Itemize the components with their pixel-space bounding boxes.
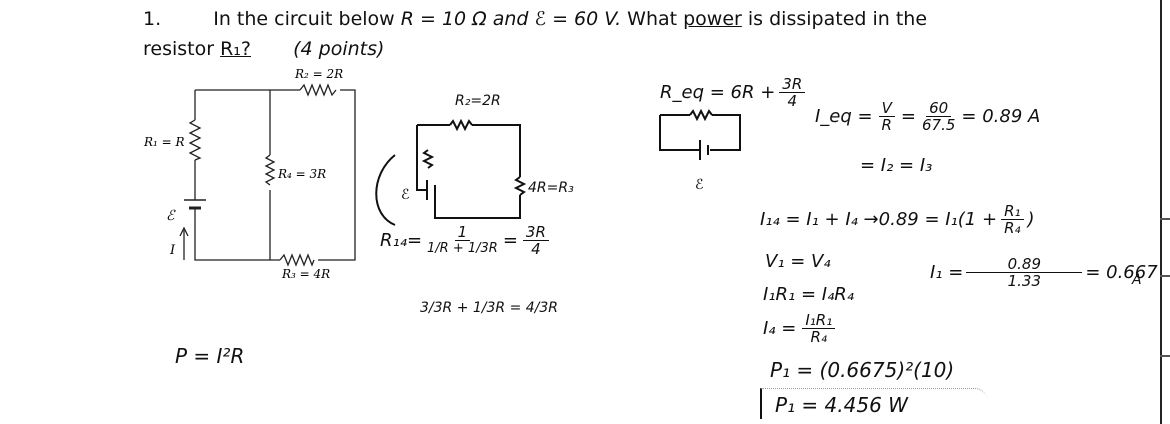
question-line-1: 1. In the circuit below R = 10 Ω and ℰ =…: [143, 8, 927, 30]
i14-expression: I₁₄ = I₁ + I₄ →0.89 = I₁(1 + R₁ R₄ ): [760, 203, 1035, 236]
printed-circuit-diagram: R₂ = 2R R₁ = R R₄ = 3R R₃ = 4R ℰ I: [143, 67, 356, 280]
ir-line: I₁R₁ = I₄R₄: [763, 284, 855, 305]
i4-frac-num: I₁R₁: [802, 312, 836, 329]
hw-r2-label: R₂=2R: [455, 93, 501, 109]
ieq-fraction-1: V R: [878, 100, 895, 134]
hw-resistor-r2: [449, 118, 473, 132]
req-wire-right: [710, 114, 741, 151]
r14-fraction-den: 1/R + 1/3R: [427, 241, 498, 256]
question-r1: R₁?: [220, 38, 251, 60]
r14-sum-line: 3/3R + 1/3R = 4/3R: [420, 300, 559, 316]
border-tick-3: [1160, 355, 1170, 357]
power-formula: P = I²R: [175, 344, 245, 368]
r14-fraction: 1 1/R + 1/3R: [427, 224, 498, 257]
i4-label: I₄ =: [763, 318, 797, 339]
req-emf-label: ℰ: [695, 177, 703, 193]
question-conditions: R = 10 Ω and ℰ = 60 V.: [400, 8, 622, 30]
border-tick-2: [1160, 275, 1170, 277]
i14-frac-den: R₄: [1004, 219, 1021, 237]
wire-bottom-left: [194, 220, 280, 261]
question-number: 1.: [143, 8, 162, 30]
r14-label: R₁₄=: [380, 230, 423, 251]
r14-fraction-num: 1: [454, 224, 471, 241]
i4-fraction: I₁R₁ R₄: [802, 312, 836, 346]
page-right-border: [1160, 0, 1162, 424]
ieq-fraction-2: 60 67.5: [922, 100, 955, 133]
ieq-expression: I_eq = V R = 60 67.5 = 0.89 A: [815, 100, 1040, 133]
i1-result: = 0.667: [1085, 262, 1158, 283]
r14-result-num: 3R: [522, 224, 549, 241]
hw-curved-arrow: [375, 154, 396, 226]
border-tick-1: [1160, 218, 1170, 220]
req-circuit: ℰ: [659, 108, 741, 193]
label-current: I: [169, 243, 176, 258]
ieq-f1-num: V: [878, 100, 895, 117]
ieq-equals: =: [900, 106, 916, 127]
resistor-r1: [188, 119, 202, 161]
i1-label: I₁ =: [930, 262, 964, 283]
req-fraction-num: 3R: [779, 76, 806, 93]
i14-fraction: R₁ R₄: [1001, 203, 1024, 237]
r14-result: 3R 4: [522, 224, 549, 258]
ieq-label: I_eq =: [815, 106, 873, 127]
req-fraction: 3R 4: [779, 76, 806, 110]
handwritten-simplified-circuit: ℰ: [375, 118, 527, 226]
hw-wire-left: [416, 125, 428, 191]
r14-result-den: 4: [531, 240, 541, 258]
question-ask-1: What: [627, 8, 678, 30]
label-r2: R₂ = 2R: [294, 67, 343, 81]
label-r3: R₃ = 4R: [281, 267, 330, 280]
i4-frac-den: R₄: [810, 328, 827, 346]
i1-fraction: 0.89 1.33: [966, 256, 1083, 290]
resistor-r2: [299, 83, 337, 97]
ieq-line-2: = I₂ = I₃: [860, 155, 933, 176]
req-wire-left: [659, 115, 700, 151]
hw-r3-label: 4R=R₃: [528, 180, 574, 196]
r14-expression: R₁₄= 1 1/R + 1/3R = 3R 4: [380, 224, 549, 257]
req-resistor: [689, 108, 713, 122]
req-fraction-den: 4: [787, 92, 798, 110]
p1-line: P₁ = (0.6675)²(10): [770, 358, 955, 382]
i14-line: I₁₄ = I₁ + I₄ →0.89 = I₁(1 +: [760, 209, 998, 230]
i1-frac-den: 1.33: [1007, 272, 1042, 290]
ieq-f2-den: 67.5: [921, 116, 956, 134]
ieq-f2-num: 60: [926, 100, 952, 117]
question-points: (4 points): [293, 38, 385, 60]
ieq-result: = 0.89 A: [961, 106, 1041, 127]
v-line: V₁ = V₄: [765, 251, 831, 272]
hw-emf-label: ℰ: [401, 187, 409, 203]
label-emf: ℰ: [166, 208, 176, 224]
current-arrowhead: [179, 226, 189, 237]
ieq-f1-den: R: [881, 116, 892, 134]
label-r4: R₄ = 3R: [277, 167, 326, 181]
resistor-r4: [264, 154, 276, 186]
hw-wire-bottom: [434, 195, 521, 219]
wire-right: [318, 89, 356, 261]
final-answer-box: [760, 388, 987, 419]
i14-close: ): [1027, 209, 1035, 230]
question-resistor-word: resistor: [143, 38, 215, 60]
question-ask-2: is dissipated in the: [747, 8, 928, 30]
resistor-r3: [279, 253, 315, 267]
i1-expression: I₁ = 0.89 1.33 = 0.667: [930, 256, 1158, 289]
req-expression: R_eq = 6R + 3R 4: [660, 76, 806, 110]
question-line-2: resistor R₁? (4 points): [143, 38, 384, 60]
hw-resistor-r3: [513, 176, 527, 196]
label-r1: R₁ = R: [143, 135, 185, 149]
p1-final: P₁ = 4.456 W: [775, 393, 908, 417]
hw-resistor-r14: [421, 149, 435, 169]
i1-frac-num: 0.89: [966, 256, 1083, 273]
question-text-before: In the circuit below: [213, 8, 395, 30]
r14-equals: =: [502, 230, 518, 251]
hw-wire-top-right: [472, 124, 521, 177]
i4-expression: I₄ = I₁R₁ R₄: [763, 312, 836, 346]
i14-frac-num: R₁: [1001, 203, 1024, 220]
question-ask-power: power: [683, 8, 742, 30]
req-label: R_eq = 6R +: [660, 82, 776, 103]
i1-unit: A: [1132, 272, 1142, 288]
